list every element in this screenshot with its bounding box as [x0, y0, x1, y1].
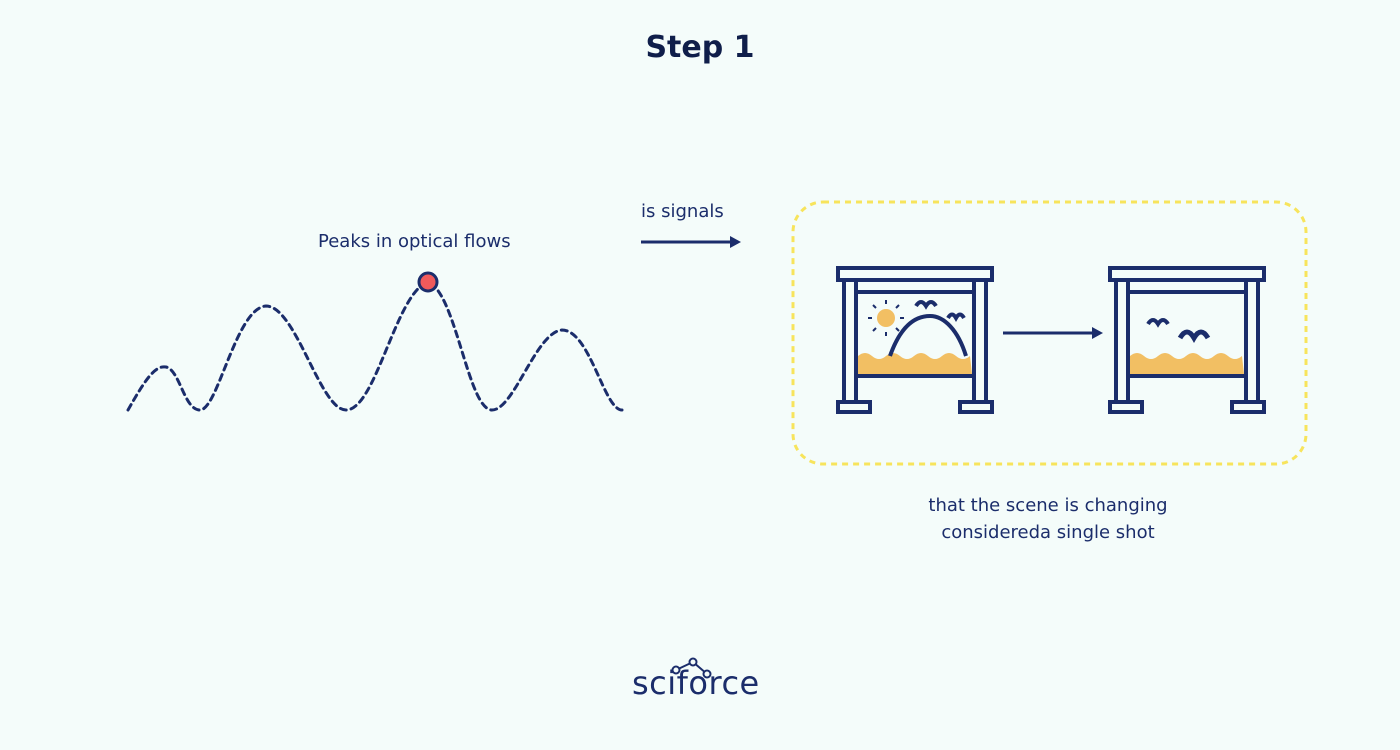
peaks-label: Peaks in optical flows — [318, 231, 511, 252]
signals-arrow — [641, 236, 741, 248]
signals-label: is signals — [641, 201, 724, 222]
sciforce-logo-text: sciforce — [632, 664, 760, 702]
scene-caption-line-2: considereda single shot — [941, 522, 1155, 543]
scene-caption-line-1: that the scene is changing — [928, 495, 1168, 516]
frame-before-icon — [836, 266, 994, 414]
peak-marker-dot — [417, 271, 439, 293]
optical-flow-wave — [126, 280, 624, 412]
frame-after-icon — [1108, 266, 1266, 414]
sciforce-logo-mark — [671, 657, 712, 679]
scene-caption: that the scene is changing considereda s… — [860, 492, 1236, 546]
page-title: Step 1 — [645, 30, 755, 65]
scene-change-arrow — [1003, 327, 1103, 339]
